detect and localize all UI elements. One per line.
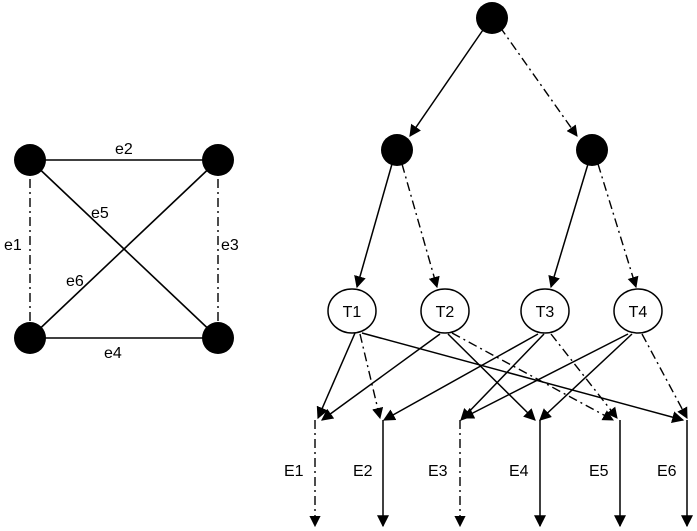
tree-edge-root-right xyxy=(499,26,578,137)
tree-edge-right-t3 xyxy=(548,163,589,289)
tree-edge-right-t4 xyxy=(597,163,639,289)
tree: T1 T2 T3 T4 E1 E2 E3 E4 E5 E6 xyxy=(284,2,693,528)
tree-edge-left-t2 xyxy=(401,163,440,289)
edge-t1-e2 xyxy=(359,333,384,420)
t-node-t2: T2 xyxy=(420,288,470,334)
edge-label-e2: e2 xyxy=(115,141,133,158)
graph-node-bottom-left xyxy=(14,322,46,354)
edge-label-e1: e1 xyxy=(4,237,22,254)
output-label-e4: E4 xyxy=(509,463,529,480)
t-node-t3: T3 xyxy=(520,288,570,334)
edge-t2-e4 xyxy=(447,333,536,421)
t-node-label-t3: T3 xyxy=(536,304,555,321)
tree-edge-left-t1 xyxy=(354,163,393,289)
edge-t3-e5 xyxy=(550,333,618,419)
edge-t4-e3 xyxy=(461,333,629,419)
graph-node-top-right xyxy=(202,144,234,176)
edge-t2-e5 xyxy=(451,332,614,421)
edge-label-e5: e5 xyxy=(91,205,109,222)
t-node-label-t4: T4 xyxy=(629,304,648,321)
edge-label-e4: e4 xyxy=(104,345,122,362)
edge-label-e6: e6 xyxy=(66,273,84,290)
output-label-e3: E3 xyxy=(428,463,448,480)
edge-label-e3: e3 xyxy=(221,237,239,254)
graph-node-bottom-right xyxy=(202,322,234,354)
output-label-e2: E2 xyxy=(353,463,373,480)
t-node-t4: T4 xyxy=(613,288,663,334)
output-label-e5: E5 xyxy=(589,463,609,480)
tree-root-node xyxy=(476,2,508,34)
t-node-label-t2: T2 xyxy=(436,304,455,321)
tree-left-node xyxy=(381,134,413,166)
graph-k4: e2 e5 e1 e3 e6 e4 xyxy=(4,141,239,362)
edge-e6 xyxy=(29,159,219,339)
output-label-e6: E6 xyxy=(657,463,677,480)
tree-right-node xyxy=(576,134,608,166)
edge-t1-e6 xyxy=(361,332,685,423)
t-node-label-t1: T1 xyxy=(343,304,362,321)
edge-t2-e1 xyxy=(321,333,441,421)
t-node-t1: T1 xyxy=(327,288,377,334)
edge-t3-e3 xyxy=(460,333,545,421)
edge-t4-e6 xyxy=(641,333,688,419)
edge-t1-e1 xyxy=(316,332,356,420)
edge-t3-e2 xyxy=(382,333,539,421)
graph-node-top-left xyxy=(14,144,46,176)
output-label-e1: E1 xyxy=(284,463,304,480)
edge-t4-e4 xyxy=(539,333,633,421)
tree-edge-root-left xyxy=(409,26,486,137)
